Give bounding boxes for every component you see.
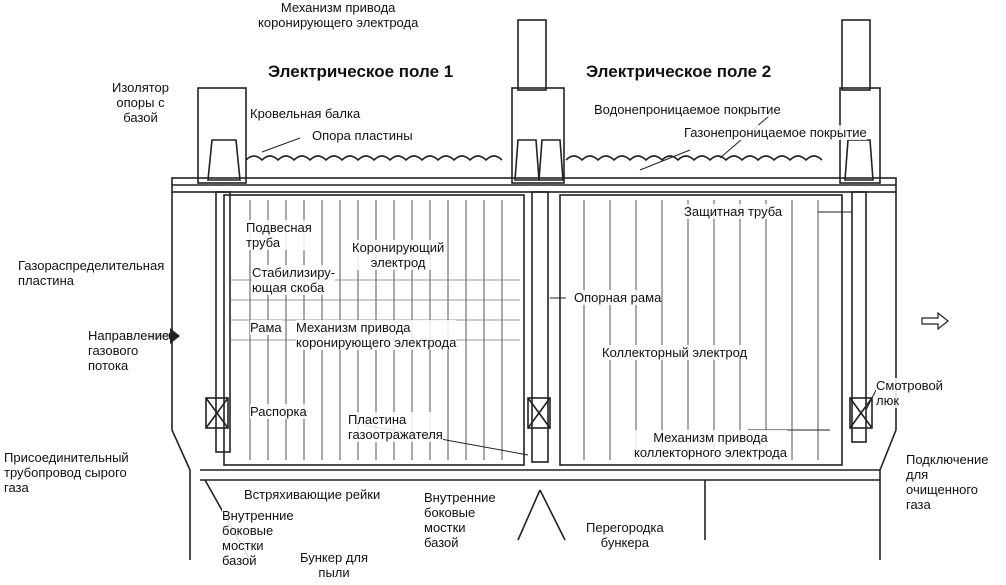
outlet-arrow: [921, 311, 949, 331]
label-drive-top: Механизм привода коронирующего электрода: [258, 0, 419, 30]
label-raw-gas-pipe: Присоединительный трубопровод сырого газ…: [4, 450, 129, 495]
label-rapping-rails: Встряхивающие рейки: [244, 487, 381, 502]
drive-shaft-right: [841, 19, 871, 91]
tower-mid: [511, 87, 565, 184]
label-spacer: Распорка: [250, 404, 307, 419]
roof-wave-right: [565, 155, 823, 162]
label-frame: Рама: [250, 320, 282, 335]
drive-shaft-mid: [517, 19, 547, 91]
label-stabilizing-bracket: Стабилизиру- ющая скоба: [252, 265, 336, 295]
insulator-mid-b: [538, 139, 564, 181]
label-drive-mid: Механизм привода коронирующего электрода: [296, 320, 457, 350]
insulator-left: [207, 139, 241, 181]
field2-frame: [559, 194, 843, 466]
label-plate-support: Опора пластины: [312, 128, 413, 143]
label-deflector: Пластина газоотражателя: [348, 412, 443, 442]
tower-left: [197, 87, 247, 184]
label-waterproof: Водонепроницаемое покрытие: [594, 102, 781, 117]
label-insulator: Изолятор опоры с базой: [112, 80, 169, 125]
label-dust-hopper: Бункер для пыли: [300, 550, 369, 580]
casing-left: [171, 192, 191, 560]
casing-right: [879, 192, 897, 560]
insulator-mid-a: [514, 139, 540, 181]
label-collector-electrode: Коллекторный электрод: [602, 345, 748, 360]
field2-title: Электрическое поле 2: [586, 62, 772, 81]
field1-title: Электрическое поле 1: [268, 62, 454, 81]
label-gas-dist-plate: Газораспределительная пластина: [18, 258, 165, 288]
label-collector-drive: Механизм привода коллекторного электрода: [634, 430, 787, 460]
label-hanging-tube: Подвесная труба: [246, 220, 312, 250]
label-protective-tube: Защитная труба: [684, 204, 783, 219]
label-corona-electrode: Коронирующий электрод: [352, 240, 445, 270]
label-clean-gas: Подключение для очищенного газа: [906, 452, 989, 512]
label-support-frame: Опорная рама: [574, 290, 662, 305]
field1-frame: [223, 194, 525, 466]
roof-wave-left: [245, 155, 503, 162]
label-roof-beam: Кровельная балка: [250, 106, 361, 121]
label-bridges-left: Внутренние боковые мостки базой: [222, 508, 294, 568]
insulator-right: [844, 139, 874, 181]
hopper-mid: [517, 489, 566, 541]
label-gas-flow: Направление газового потока: [88, 328, 170, 373]
label-bridges-mid: Внутренние боковые мостки базой: [424, 490, 496, 550]
label-hopper-partition: Перегородка бункера: [586, 520, 664, 550]
label-gasproof: Газонепроницаемое покрытие: [684, 125, 867, 140]
label-inspection-hatch: Смотровой люк: [876, 378, 943, 408]
